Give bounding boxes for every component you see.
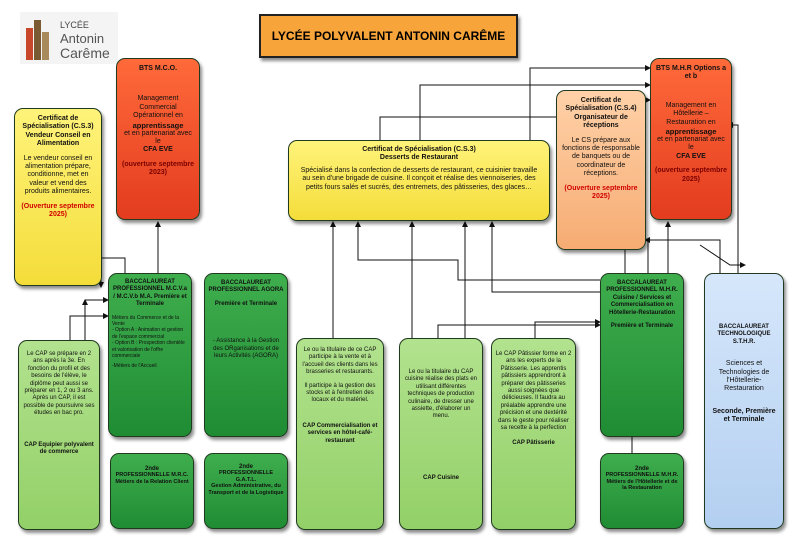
bac-mcv-detail-4: -Métiers de l'Accueil (112, 363, 157, 370)
bac-agora-title: BACCALAUREAT PROFESSIONNEL AGORA (208, 280, 284, 294)
bac-agora-box: BACCALAUREAT PROFESSIONNEL AGORA Premièr… (204, 273, 288, 437)
bac-agora-body: - Assistance à la Gestion des ORganisati… (212, 338, 280, 360)
bac-mhr-title: BACCALAUREAT PROFESSIONNEL M.H.R. Cuisin… (606, 280, 678, 316)
page-title: LYCÉE POLYVALENT ANTONIN CARÊME (259, 14, 518, 58)
cs3-desserts-title1: Certificat de Spécialisation (C.S.3) (362, 146, 476, 153)
seconde-mrc-body: Métiers de la Relation Client (115, 478, 189, 485)
logo-mark (26, 18, 52, 60)
cs3-vendeur-title: Certificat de Spécialisation (C.S.3) Ven… (22, 115, 94, 148)
logo-line1: LYCÉE (60, 20, 89, 30)
bac-mhr-box: BACCALAUREAT PROFESSIONNEL M.H.R. Cuisin… (600, 273, 684, 437)
bts-mco-note: (ouverture septembre 2023) (122, 160, 194, 177)
bts-mhr-apprentissage: apprentissage (665, 127, 717, 137)
cap-epc-title: CAP Equipier polyvalent de commerce (24, 441, 94, 456)
school-logo: LYCÉE Antonin Carême (20, 12, 118, 64)
seconde-gatl-body: Gestion Administrative, du Transport et … (208, 483, 284, 496)
bac-techno-box: BACCALAUREAT TECHNOLOGIQUE S.T.H.R. Scie… (704, 273, 784, 529)
bac-mcv-box: BACCALAUREAT PROFESSIONNEL M.C.V.a / M.C… (108, 273, 192, 437)
cap-cuisine-box: Le ou la titulaire du CAP cuisine réalis… (399, 338, 483, 530)
bts-mco-box: BTS M.C.O. Management Commercial Opérati… (116, 58, 200, 220)
seconde-gatl-title: PROFESSIONNELLE G.A.T.L. (218, 470, 274, 483)
cap-patisserie-title: CAP Pâtisserie (512, 440, 555, 447)
cs3-desserts-title2: Desserts de Restaurant (379, 154, 459, 162)
bac-techno-levels: Seconde, Première et Terminale (712, 407, 776, 424)
logo-line2: Antonin (60, 31, 105, 46)
bts-mhr-body2: et en partenariat avec le (657, 136, 725, 152)
cap-patisserie-box: Le CAP Pâtissier forme en 2 ans les expe… (491, 338, 576, 530)
bac-mcv-title: BACCALAUREAT PROFESSIONNEL M.C.V.a / M.C… (112, 279, 188, 308)
bts-mco-cfa: CFA EVE (143, 146, 173, 154)
bac-mcv-detail-3: - Option B : Prospection clientèle et va… (112, 340, 185, 360)
bts-mhr-cfa: CFA EVE (676, 152, 706, 160)
cs3-desserts-body: Spécialisé dans la confection de dessert… (300, 166, 538, 191)
bts-mco-title: BTS M.C.O. (138, 65, 178, 72)
cap-csh-box: Le ou la titulaire de ce CAP participe à… (296, 338, 384, 530)
seconde-mrc-title: PROFESSIONNELLE M.R.C. (115, 472, 189, 478)
cap-csh-body1: Le ou la titulaire de ce CAP participe à… (302, 347, 378, 376)
bac-mhr-levels: Première et Terminale (610, 323, 674, 330)
seconde-mrc-grade: 2nde (144, 466, 159, 472)
logo-line3: Carême (60, 45, 110, 61)
bac-mcv-detail-2: - Option A : Animation et gestion de l'e… (112, 327, 184, 340)
bts-mhr-box: BTS M.H.R Options a et b Management en H… (650, 58, 732, 220)
bac-techno-title: BACCALAUREAT TECHNOLOGIQUE S.T.H.R. (717, 324, 771, 345)
bac-techno-body: Sciences et Technologies de l'Hôtellerie… (718, 360, 770, 393)
cs4-title: Certificat de Spécialisation (C.S.4) Org… (565, 97, 637, 130)
bts-mhr-title: BTS M.H.R Options a et b (656, 65, 726, 81)
cs3-vendeur-box: Certificat de Spécialisation (C.S.3) Ven… (14, 108, 102, 286)
bac-agora-levels: Première et Terminale (214, 300, 278, 307)
cap-cuisine-title: CAP Cuisine (423, 474, 459, 481)
cs3-vendeur-body: Le vendeur conseil en alimentation prépa… (23, 154, 93, 196)
bts-mco-body2: et en partenariat avec le (124, 129, 192, 146)
seconde-mhr-box: 2nde PROFESSIONNELLE M.H.R. Métiers de l… (600, 453, 684, 529)
bts-mco-apprentissage: apprentissage (132, 120, 184, 130)
bts-mhr-note: (ouverture septembre 2025) (655, 167, 727, 183)
seconde-mhr-title: PROFESSIONNELLE M.H.R. (605, 472, 679, 478)
bts-mco-body1: Management Commercial Opérationnel en (133, 95, 183, 120)
seconde-mrc-box: 2nde PROFESSIONNELLE M.R.C. Métiers de l… (110, 453, 194, 529)
cs3-desserts-box: Certificat de Spécialisation (C.S.3) Des… (288, 140, 550, 221)
seconde-mhr-body: Métiers de l'Hôtellerie et de la Restaur… (606, 478, 678, 492)
cap-csh-title: CAP Commercialisation et services en hôt… (302, 422, 378, 444)
bac-mcv-detail-1: Métiers du Commerce et de la Vente (112, 314, 179, 328)
seconde-gatl-box: 2nde PROFESSIONNELLE G.A.T.L. Gestion Ad… (204, 453, 288, 529)
cap-cuisine-body: Le ou la titulaire du CAP cuisine réalis… (404, 369, 478, 420)
cap-csh-body2: Il participe à la gestion des stocks et … (304, 382, 376, 404)
seconde-gatl-grade: 2nde (238, 464, 253, 470)
bts-mhr-body1: Management en Hôtellerie – Restauration … (665, 101, 717, 126)
cs4-note: (Ouverture septembre 2025) (564, 184, 638, 201)
cs4-box: Certificat de Spécialisation (C.S.4) Org… (556, 90, 646, 250)
cap-patisserie-body: Le CAP Pâtissier forme en 2 ans les expe… (495, 351, 572, 432)
seconde-mhr-grade: 2nde (634, 466, 649, 472)
cap-epc-box: Le CAP se prépare en 2 ans après la 3e. … (18, 340, 100, 530)
cs4-body: Le CS prépare aux fonctions de responsab… (562, 136, 640, 178)
cs3-vendeur-note: (Ouverture septembre 2025) (21, 202, 95, 219)
cap-epc-body: Le CAP se prépare en 2 ans après la 3e. … (23, 351, 95, 417)
